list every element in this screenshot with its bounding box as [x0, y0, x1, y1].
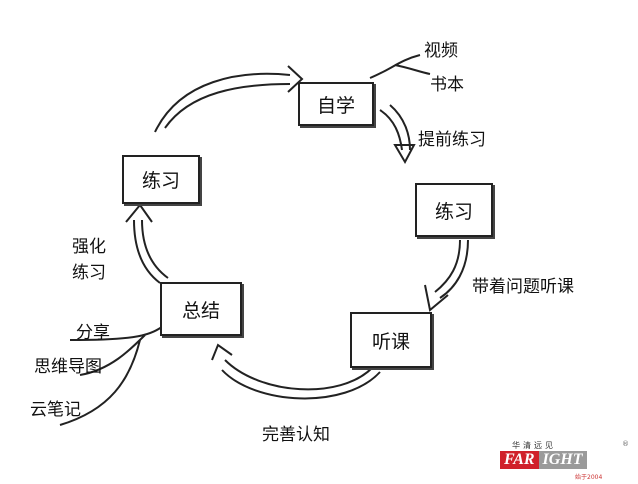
- source-book: 书本: [430, 75, 464, 95]
- logo-chinese: 华清远见: [512, 441, 556, 450]
- logo-far: FAR: [500, 451, 539, 469]
- arrow-practice-to-lecture: [434, 239, 461, 293]
- edge-label-reinforce-practice: 强化练习: [72, 237, 106, 283]
- node-self-study: 自学: [298, 82, 374, 126]
- source-video: 视频: [424, 41, 458, 61]
- method-mind-map: 思维导图: [34, 357, 102, 377]
- branch-self-study: [369, 54, 431, 79]
- logo-ight: IGHT: [538, 451, 587, 469]
- arrow-self-study-to-practice: [379, 109, 403, 151]
- farsight-logo: 华清远见 FAR IGHT 始于2004 ®: [500, 440, 630, 482]
- arrow-practice-to-self-study: [154, 72, 291, 133]
- method-cloud-notes: 云笔记: [30, 400, 81, 420]
- node-practice-left: 练习: [122, 155, 200, 204]
- arrow-summary-to-practice: [141, 219, 169, 279]
- edge-label-lecture-with-questions: 带着问题听课: [472, 277, 574, 297]
- node-practice-right: 练习: [415, 183, 493, 237]
- arrow-lecture-to-summary: [224, 359, 373, 391]
- node-summary: 总结: [160, 282, 242, 336]
- edge-label-improve-understanding: 完善认知: [262, 425, 330, 445]
- node-lecture: 听课: [350, 312, 432, 368]
- logo-registered: ®: [622, 440, 629, 448]
- edge-label-advance-practice: 提前练习: [418, 130, 486, 150]
- logo-since: 始于2004: [575, 474, 603, 481]
- method-share: 分享: [76, 323, 110, 343]
